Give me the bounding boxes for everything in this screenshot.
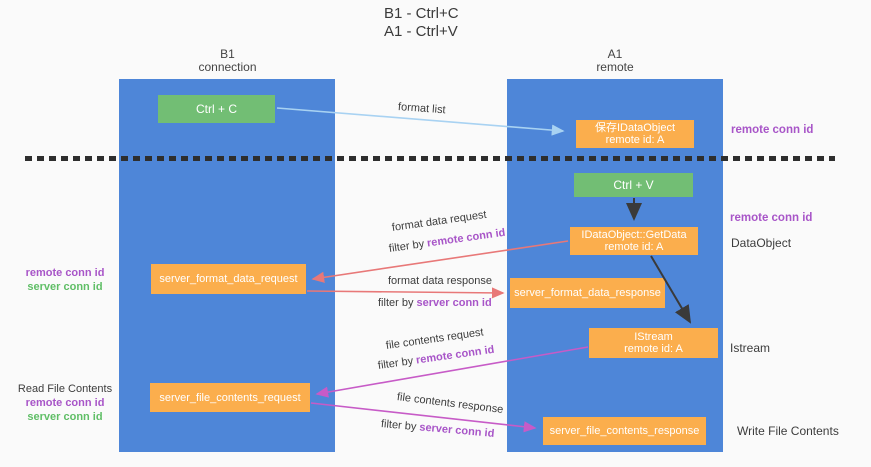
format-data-response-filter-label: filter by server conn id: [378, 297, 492, 309]
remote-conn-id-text: remote conn id: [426, 226, 507, 250]
ctrl-v-box: Ctrl + V: [574, 173, 693, 197]
server-format-data-request-box: server_format_data_request: [151, 264, 306, 294]
right-remote-conn-id-mid: remote conn id: [730, 212, 813, 224]
filter-by-text: filter by: [380, 418, 420, 434]
left-mid-annotation: remote conn id server conn id: [10, 266, 120, 294]
filter-by-text: filter by: [378, 297, 417, 309]
format-data-response-label: format data response: [388, 275, 492, 287]
title-line-1: B1 - Ctrl+C: [384, 5, 459, 22]
filter-by-text: filter by: [388, 237, 428, 255]
server-format-data-response-label: server_format_data_response: [514, 287, 661, 299]
right-column-header: A1 remote: [507, 48, 723, 74]
left-column-subtitle: connection: [198, 60, 257, 74]
title-line-2: A1 - Ctrl+V: [384, 23, 458, 40]
file-contents-response-label: file contents response: [396, 391, 504, 416]
save-idataobject-line2: remote id: A: [605, 134, 665, 146]
format-data-response-arrow: [306, 287, 505, 299]
read-file-contents-label: Read File Contents: [17, 383, 113, 395]
save-idataobject-box: 保存IDataObject remote id: A: [576, 120, 694, 148]
left-bottom-annotation: Read File Contents remote conn id server…: [10, 382, 120, 424]
filter-by-text: filter by: [377, 354, 417, 372]
right-write-file-contents-label: Write File Contents: [737, 424, 839, 438]
left-column-name: B1: [220, 47, 235, 61]
left-server-conn-id-bottom: server conn id: [27, 411, 103, 423]
left-remote-conn-id-mid: remote conn id: [25, 267, 105, 279]
server-file-contents-request-label: server_file_contents_request: [159, 391, 301, 404]
server-file-contents-response-label: server_file_contents_response: [549, 425, 700, 437]
server-format-data-response-box: server_format_data_response: [510, 278, 665, 308]
server-conn-id-text: server conn id: [418, 421, 495, 440]
remote-conn-id-text: remote conn id: [415, 343, 496, 367]
idataobject-getdata-line2: remote id: A: [604, 241, 664, 253]
ctrl-v-label: Ctrl + V: [613, 178, 654, 192]
format-list-label: format list: [397, 101, 446, 117]
idataobject-getdata-line1: IDataObject::GetData: [581, 229, 687, 241]
file-contents-response-filter-label: filter by server conn id: [380, 418, 494, 440]
istream-line1: IStream: [634, 331, 673, 343]
ctrl-c-label: Ctrl + C: [195, 102, 237, 116]
save-idataobject-line1: 保存IDataObject: [594, 122, 676, 134]
right-istream-label: Istream: [730, 341, 771, 355]
server-file-contents-response-box: server_file_contents_response: [543, 417, 706, 445]
right-column-subtitle: remote: [596, 60, 634, 74]
ctrl-c-box: Ctrl + C: [158, 95, 275, 123]
idataobject-getdata-box: IDataObject::GetData remote id: A: [570, 227, 698, 255]
right-remote-conn-id-top: remote conn id: [731, 124, 814, 136]
right-column-name: A1: [607, 47, 623, 61]
server-file-contents-request-box: server_file_contents_request: [150, 383, 310, 412]
left-remote-conn-id-bottom: remote conn id: [25, 397, 105, 409]
server-format-data-request-label: server_format_data_request: [159, 273, 298, 285]
left-column-header: B1 connection: [119, 48, 336, 74]
right-dataobject-label: DataObject: [731, 236, 792, 250]
istream-box: IStream remote id: A: [589, 328, 718, 358]
left-server-conn-id-mid: server conn id: [27, 281, 103, 293]
diagram-title: B1 - Ctrl+C A1 - Ctrl+V: [384, 5, 459, 41]
server-conn-id-text: server conn id: [416, 297, 492, 309]
istream-line2: remote id: A: [624, 343, 683, 355]
phase-divider-line: [25, 156, 835, 161]
